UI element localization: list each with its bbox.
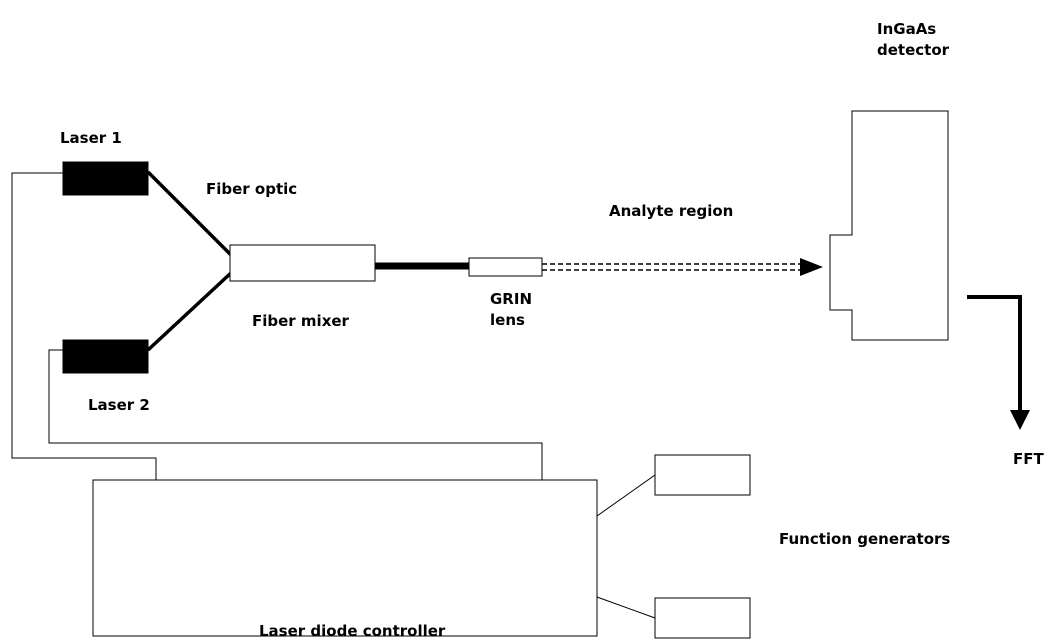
wire-fg2-controller xyxy=(596,596,656,619)
detector-body xyxy=(829,110,949,341)
fiber-mixer-label: Fiber mixer xyxy=(252,312,349,330)
fft-label: FFT xyxy=(1013,450,1044,468)
beam-arrowhead xyxy=(800,258,823,276)
laser-diode-controller-box xyxy=(92,479,598,637)
function-generator-1 xyxy=(654,454,751,496)
detector-label-line1: InGaAs xyxy=(877,20,937,38)
wire-laser1-controller xyxy=(11,172,157,480)
laser-2 xyxy=(62,339,149,374)
detector-label-line2: detector xyxy=(877,41,950,59)
wire-fg1-controller xyxy=(596,474,656,517)
detector-output-line xyxy=(967,295,1022,412)
laser-1 xyxy=(62,161,149,196)
fiber-line-laser2 xyxy=(146,270,234,352)
fiber-optic-label: Fiber optic xyxy=(206,180,298,198)
laser-diode-controller-label: Laser diode controller xyxy=(259,622,446,640)
laser-1-label: Laser 1 xyxy=(60,129,122,147)
grin-lens-label-line2: lens xyxy=(490,311,525,329)
fft-arrowhead xyxy=(1010,410,1030,430)
wire-laser2-controller xyxy=(48,349,543,480)
grin-lens-label-line1: GRIN xyxy=(490,290,532,308)
function-generators-label: Function generators xyxy=(779,530,951,548)
analyte-region-label: Analyte region xyxy=(609,202,734,220)
function-generator-2 xyxy=(654,597,751,639)
fiber-mixer-box xyxy=(229,244,376,282)
laser-2-label: Laser 2 xyxy=(88,396,150,414)
fiber-line-laser1 xyxy=(146,170,234,258)
grin-lens-box xyxy=(468,257,543,277)
